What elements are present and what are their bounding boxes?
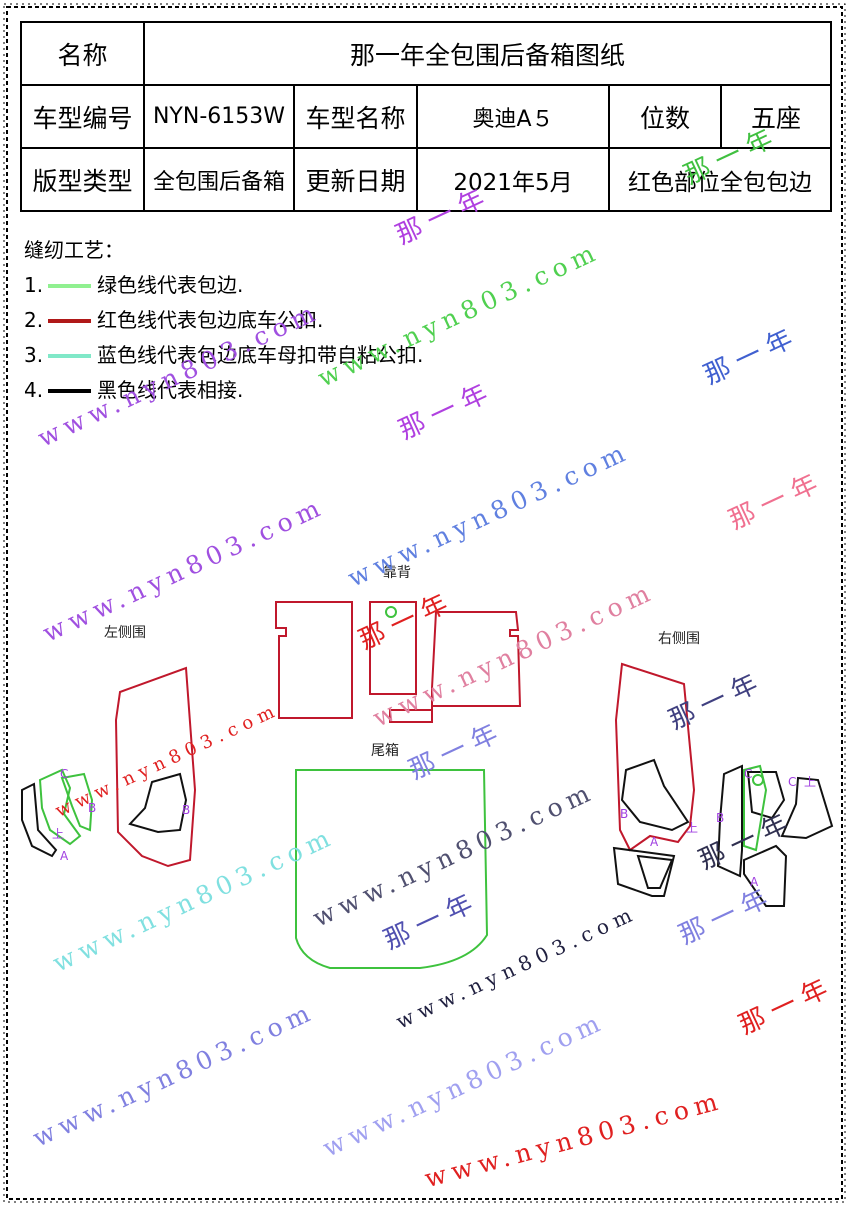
right-side-main-piece: [614, 662, 696, 852]
model-no-value: NYN-6153W: [143, 84, 295, 149]
seam-mark: A: [750, 875, 759, 889]
seam-mark: B: [88, 801, 96, 815]
legend-swatch: [48, 318, 91, 323]
legend-num: 4.: [24, 378, 44, 402]
right-side-lower-piece: [612, 846, 676, 897]
right-grommet-mark: [752, 774, 764, 786]
model-name-label: 车型名称: [293, 84, 418, 149]
seam-mark: B: [620, 807, 628, 821]
legend-text: 黑色线代表相接.: [97, 378, 244, 402]
pattern-label: 版型类型: [20, 147, 145, 212]
legend-num: 2.: [24, 308, 44, 332]
label-trunk: 尾箱: [371, 743, 399, 759]
seam-mark: C: [788, 775, 796, 789]
right-side-flap-a: [716, 764, 743, 878]
legend-num: 3.: [24, 343, 44, 367]
legend-item: 3. 蓝色线代表包边底车母扣带自粘公扣.: [24, 338, 423, 373]
name-label: 名称: [20, 21, 145, 86]
legend-swatch: [48, 353, 91, 358]
legend-item: 1. 绿色线代表包边.: [24, 268, 423, 303]
right-side-flap-d: [780, 776, 834, 840]
info-table: 名称 那一年全包围后备箱图纸 车型编号 NYN-6153W 车型名称 奥迪A５ …: [20, 21, 833, 212]
legend-item: 2. 红色线代表包边底车公扣.: [24, 303, 423, 338]
seats-label: 位数: [608, 84, 722, 149]
left-side-flap-b: [38, 768, 82, 846]
right-side-lower-inner: [636, 854, 674, 889]
seats-value: 五座: [719, 84, 833, 149]
backrest-right-piece: [389, 611, 522, 723]
seam-mark: 上: [804, 775, 816, 789]
legend-text: 红色线代表包边底车公扣.: [97, 308, 324, 332]
seam-mark: A: [60, 849, 69, 863]
model-no-label: 车型编号: [20, 84, 145, 149]
model-name-value: 奥迪A５: [416, 84, 610, 149]
right-side-flap-b: [746, 771, 786, 820]
grommet-mark: [385, 606, 397, 618]
left-side-flap-c: [60, 772, 94, 832]
sewing-legend: 缝纫工艺： 1. 绿色线代表包边. 2. 红色线代表包边底车公扣. 3. 蓝色线…: [24, 233, 423, 408]
seam-mark: 上: [52, 827, 64, 841]
legend-text: 蓝色线代表包边底车母扣带自粘公扣.: [97, 343, 424, 367]
legend-item: 4. 黑色线代表相接.: [24, 373, 423, 408]
legend-text: 绿色线代表包边.: [97, 273, 244, 297]
legend-title: 缝纫工艺：: [24, 238, 124, 262]
label-left-side: 左侧围: [104, 625, 146, 641]
drawing-title: 那一年全包围后备箱图纸: [142, 21, 833, 86]
backrest-middle-piece: [369, 601, 417, 695]
label-backrest: 靠背: [383, 565, 411, 581]
pattern-value: 全包围后备箱: [143, 147, 295, 212]
legend-swatch: [48, 388, 91, 393]
legend-num: 1.: [24, 273, 44, 297]
label-right-side: 右侧围: [658, 631, 700, 647]
seam-mark: B: [716, 811, 724, 825]
trunk-floor-piece: [295, 769, 489, 969]
left-side-main-piece: [114, 666, 197, 868]
seam-mark: A: [650, 835, 659, 849]
left-side-inner-cutout: [128, 772, 188, 834]
seam-mark: C: [744, 767, 752, 781]
date-value: 2021年5月: [416, 147, 610, 212]
legend-swatch: [48, 283, 91, 288]
date-label: 更新日期: [293, 147, 418, 212]
seam-mark: 上: [686, 821, 698, 835]
right-side-fan-piece: [743, 844, 788, 907]
right-side-flap-c: [743, 764, 768, 852]
right-side-inner-cutout: [620, 758, 690, 832]
note-value: 红色部位全包包边: [607, 147, 833, 212]
seam-mark: B: [182, 803, 190, 817]
seam-mark: C: [60, 767, 68, 781]
backrest-left-piece: [275, 601, 353, 719]
left-side-flap-a: [21, 782, 58, 858]
